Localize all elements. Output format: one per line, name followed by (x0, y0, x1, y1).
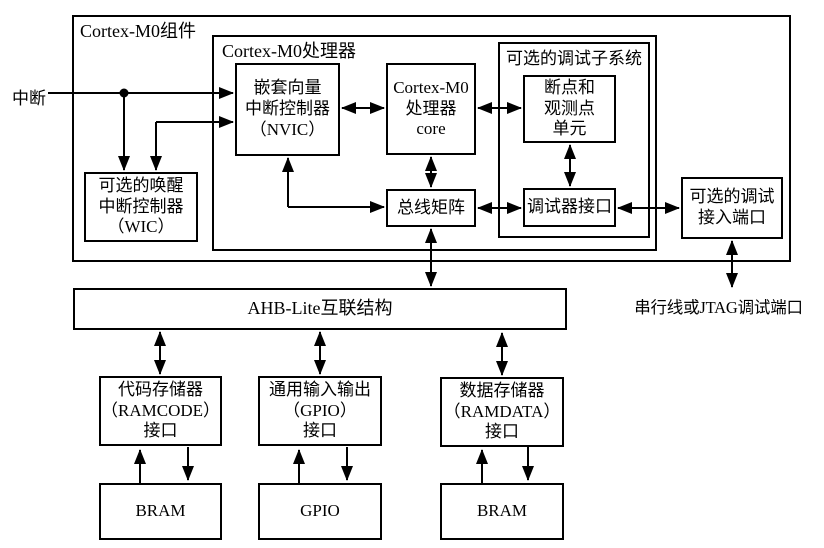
bram-left-label: BRAM (135, 501, 186, 521)
ramcode-interface-label: 代码存储器 （RAMCODE） 接口 (101, 379, 221, 441)
block-core: Cortex-M0 处理器 core (386, 63, 476, 155)
processor-title: Cortex-M0处理器 (222, 41, 356, 61)
gpio-interface-label: 通用输入输出 （GPIO） 接口 (269, 379, 371, 441)
block-gpio: GPIO (258, 483, 382, 540)
bus-matrix-label: 总线矩阵 (397, 197, 465, 217)
block-bram-left: BRAM (99, 483, 222, 540)
block-nvic: 嵌套向量 中断控制器 （NVIC） (235, 63, 340, 156)
ahb-lite-label: AHB-Lite互联结构 (247, 298, 393, 319)
block-ramdata-interface: 数据存储器 （RAMDATA） 接口 (440, 377, 564, 447)
block-debug-access-port: 可选的调试 接入端口 (681, 177, 783, 239)
block-bus-matrix: 总线矩阵 (386, 189, 476, 227)
debugger-interface-label: 调试器接口 (527, 197, 612, 217)
container-debug-subsystem (498, 42, 650, 238)
block-ahb-lite: AHB-Lite互联结构 (73, 288, 567, 330)
ramdata-interface-label: 数据存储器 （RAMDATA） 接口 (443, 380, 561, 442)
gpio-label: GPIO (300, 501, 340, 521)
block-debugger-interface: 调试器接口 (523, 188, 616, 227)
container-cortex-m0-processor (212, 35, 657, 251)
interrupt-label: 中断 (12, 89, 46, 108)
block-breakpoint-watchpoint: 断点和 观测点 单元 (523, 75, 616, 143)
block-gpio-interface: 通用输入输出 （GPIO） 接口 (258, 376, 382, 446)
nvic-label: 嵌套向量 中断控制器 （NVIC） (245, 78, 330, 139)
component-title: Cortex-M0组件 (80, 21, 196, 41)
debug-subsystem-title: 可选的调试子系统 (506, 49, 642, 68)
block-ramcode-interface: 代码存储器 （RAMCODE） 接口 (99, 376, 222, 446)
core-label: Cortex-M0 处理器 core (393, 77, 469, 139)
wic-label: 可选的唤醒 中断控制器 （WIC） (98, 175, 184, 237)
bram-right-label: BRAM (476, 501, 528, 521)
block-wic: 可选的唤醒 中断控制器 （WIC） (84, 172, 198, 242)
breakpoint-watchpoint-label: 断点和 观测点 单元 (544, 77, 595, 139)
serial-jtag-debug-port-label: 串行线或JTAG调试端口 (634, 298, 803, 317)
block-bram-right: BRAM (440, 483, 564, 540)
debug-access-port-label: 可选的调试 接入端口 (689, 187, 775, 227)
